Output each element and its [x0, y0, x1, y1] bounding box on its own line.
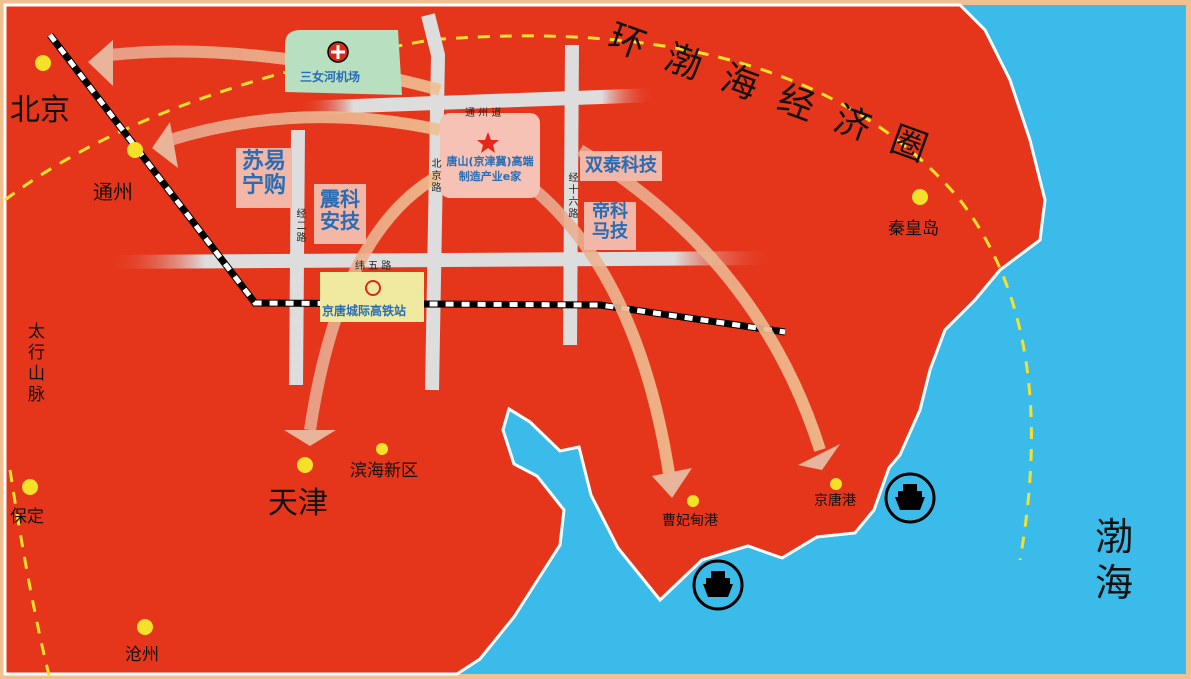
company-shuangtai: 双泰科技 [580, 151, 662, 181]
ship-icon [884, 472, 936, 524]
station-label: 京唐城际高铁站 [322, 304, 407, 318]
center-box [440, 113, 540, 198]
port-caofeidian: 曹妃甸港 [662, 513, 718, 529]
center-label: 唐山(京津冀)高端 制造产业e家 [442, 155, 538, 185]
mountain-label: 太行山脉 [24, 322, 44, 406]
city-dots [22, 55, 928, 635]
city-tongzhou: 通州 [93, 180, 133, 204]
company-dike: 帝科 马技 [584, 202, 636, 250]
economic-circle-arc [4, 34, 1033, 561]
company-suning: 苏易 宁购 [236, 148, 292, 208]
city-cangzhou: 沧州 [125, 645, 159, 665]
company-zhenke-1: 震科 [320, 187, 360, 211]
road-jing16-lu: 经十六路 [566, 172, 577, 220]
sea-label: 渤 海 [1095, 515, 1133, 606]
city-binhai: 滨海新区 [350, 461, 418, 481]
company-dike-1: 帝科 [592, 201, 628, 222]
company-suning-2: 宁购 [241, 173, 286, 199]
sea-label-2: 海 [1095, 560, 1134, 605]
airport-label: 三女河机场 [300, 70, 361, 84]
airport-box [285, 30, 402, 95]
city-beijing: 北京 [10, 93, 70, 128]
arrow-heads [88, 40, 840, 498]
ship-icon [692, 559, 744, 611]
city-tianjin: 天津 [268, 486, 328, 521]
sea-label-1: 渤 [1095, 515, 1134, 559]
road-beijing-lu: 北京路 [429, 158, 440, 194]
road-tongzhou-dao: 通 州 道 [465, 108, 502, 119]
road-weiwu-lu: 纬 五 路 [355, 261, 392, 272]
company-zhenke-2: 安技 [320, 209, 360, 233]
company-dike-2: 马技 [592, 220, 628, 242]
center-label-line2: 制造产业e家 [458, 169, 522, 183]
center-label-line1: 唐山(京津冀)高端 [446, 155, 534, 168]
inner-circle-arc [8, 469, 52, 679]
company-zhenke: 震科 安技 [314, 184, 366, 244]
star-icon [477, 132, 499, 153]
city-baoding: 保定 [10, 507, 44, 527]
railway-icon [365, 280, 381, 296]
roads [104, 13, 776, 391]
road-jing2-lu: 经二路 [294, 208, 305, 244]
port-jingtang: 京唐港 [814, 493, 856, 509]
city-qinhuangdao: 秦皇岛 [888, 219, 939, 239]
company-suning-1: 苏易 [241, 149, 286, 174]
